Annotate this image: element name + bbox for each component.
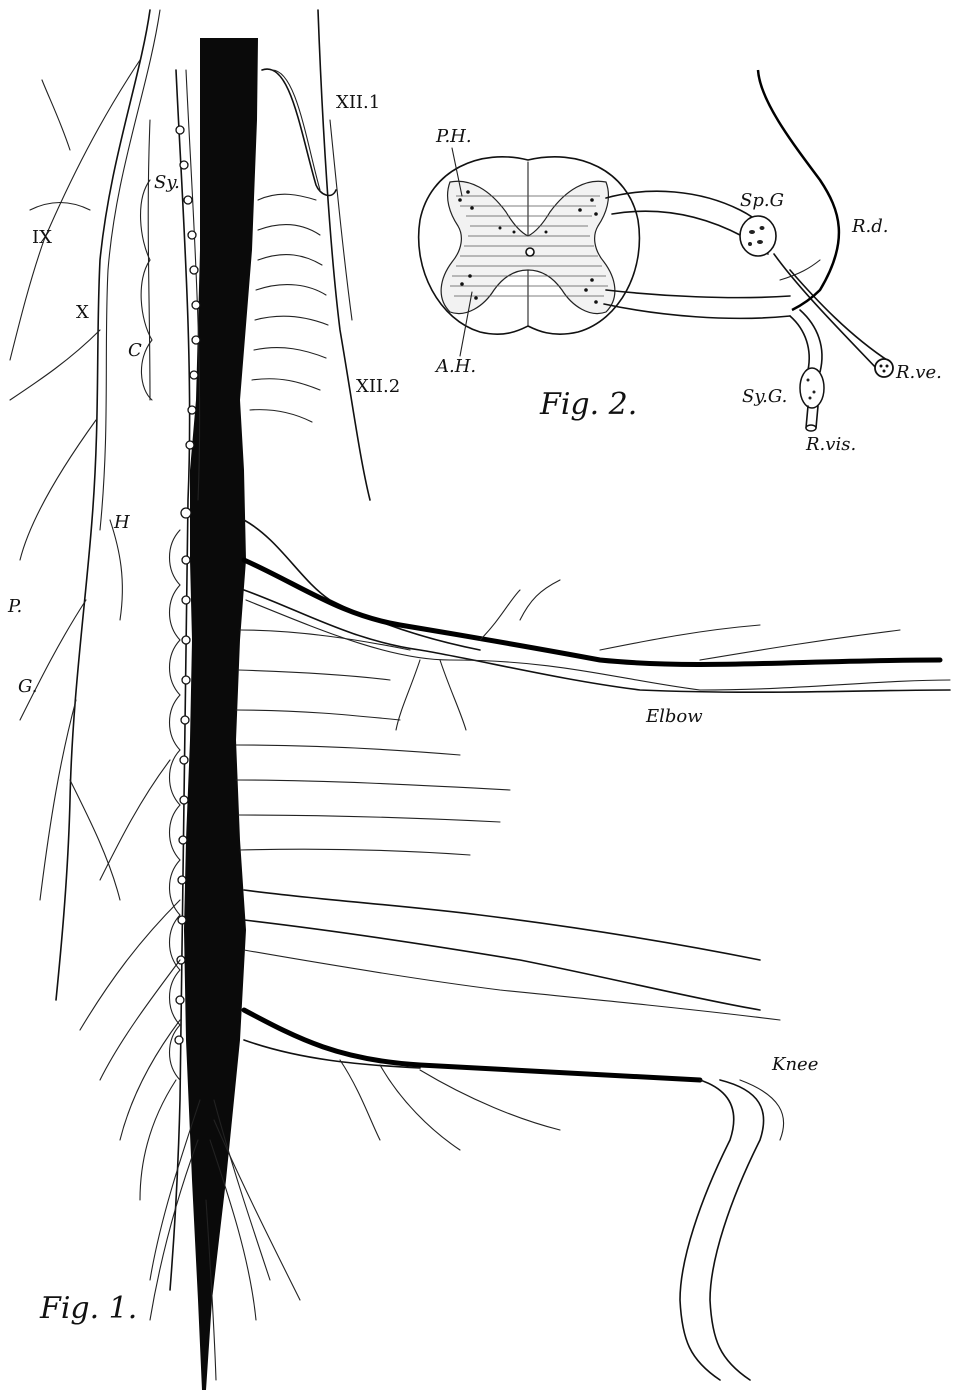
label-ix: IX [32,227,52,248]
left-lower-branches [80,760,180,1200]
spinal-ganglion [740,216,776,256]
label-sympathetic-ganglion: Sy.G. [742,386,787,407]
sympathetic-ganglion [800,368,824,408]
ix-branch-a [42,80,70,150]
central-canal [526,248,534,256]
ramus-communicans [790,316,809,370]
ramus-communicans-b [800,310,822,372]
label-elbow: Elbow [645,706,703,727]
p-branch [20,600,86,720]
lumbosacral-plexus [244,890,784,1380]
ventral-root [606,290,790,298]
x-branch-b [20,420,96,560]
spinal-nerve-trunk [774,254,878,370]
neck-outline-right-inner [330,120,352,320]
cervical-nerves [250,194,328,422]
label-g: G. [18,676,37,697]
brachial-plexus [244,520,950,730]
label-h: H [113,512,130,533]
label-xii-2: XII.2 [356,376,400,397]
figure-1-caption: Fig. 1. [39,1291,137,1326]
ventral-ramus-section [875,359,893,377]
label-sy: Sy. [154,172,180,193]
vagus-nerve [56,10,150,1000]
x-branch-a [10,330,100,400]
label-p: P. [7,596,22,617]
g-branch-2 [70,780,120,900]
hypoglossal-nerve [262,69,336,195]
label-anterior-horn: A.H. [434,356,476,377]
label-visceral-ramus: R.vis. [805,434,856,455]
ventral-root-b [604,304,790,318]
label-posterior-horn: P.H. [435,126,472,147]
label-knee: Knee [771,1054,818,1075]
visceral-ramus-end [806,425,816,431]
label-dorsal-ramus: R.d. [851,216,889,237]
vagus-nerve-b [100,10,160,530]
label-c: C [128,340,142,361]
label-spinal-ganglion: Sp.G [740,190,784,211]
figure-2: P.H. A.H. Sp.G R.d. R.ve. Sy.G. R.vis. F… [419,70,942,455]
intercostal-nerves [236,630,510,855]
label-ventral-ramus: R.ve. [895,362,942,383]
label-xii-1: XII.1 [336,92,380,113]
label-x: X [76,302,89,323]
figure-2-caption: Fig. 2. [539,387,637,422]
h-branch [110,520,122,620]
